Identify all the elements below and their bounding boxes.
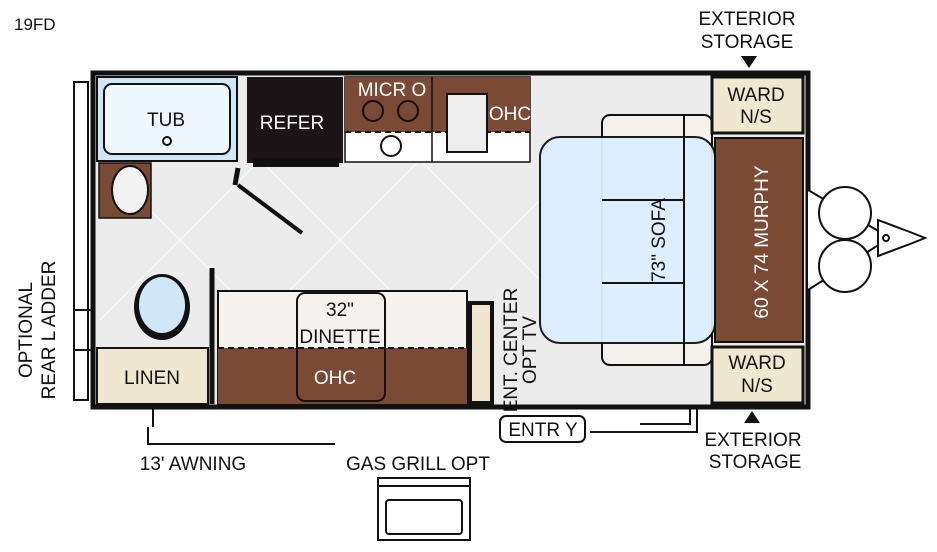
ext-storage-bottom-label-1: EXTERIOR	[704, 430, 801, 451]
ladder-label-1: OPTIONAL	[16, 282, 37, 378]
awning-label: 13' AWNING	[140, 454, 246, 475]
ward-bottom-label-2: N/S	[741, 376, 773, 397]
ward-top-label-1: WARD	[727, 85, 784, 106]
ward-top-label-2: N/S	[740, 107, 772, 128]
sofa-bed	[539, 136, 716, 344]
hitch	[807, 186, 928, 293]
ext-storage-top-label-2: STORAGE	[701, 32, 794, 53]
entry-label: ENTR Y	[508, 420, 578, 441]
micro-label: MICR O	[358, 80, 427, 101]
wardrobe-top	[710, 75, 805, 135]
rear-ladder	[73, 81, 93, 401]
dinette-size: 32"	[326, 300, 354, 321]
kitchen-sink	[446, 93, 488, 153]
refer-label: REFER	[260, 113, 324, 134]
bath-door	[236, 183, 304, 235]
entertainment-center	[468, 301, 494, 405]
ext-storage-bottom-label-2: STORAGE	[709, 452, 802, 473]
gas-grill-label: GAS GRILL OPT	[346, 454, 490, 475]
awning	[147, 407, 698, 445]
ext-storage-top-label-1: EXTERIOR	[698, 9, 795, 30]
sofa-label: 73" SOFA	[649, 198, 670, 282]
wardrobe-bottom	[710, 345, 805, 405]
model-name: 19FD	[14, 15, 56, 34]
stove-burners	[362, 100, 419, 157]
kitchen-ohc-label: OHC	[489, 104, 531, 125]
gas-grill	[377, 477, 471, 541]
arrow-up-icon	[744, 411, 760, 423]
floor-pattern	[99, 159, 581, 321]
dinette-table	[296, 292, 386, 402]
ladder-label-2: REAR L ADDER	[39, 261, 60, 400]
dinette-label: DINETTE	[299, 327, 380, 348]
ent-center-label: ENT. CENTER	[501, 288, 522, 413]
linen-closet	[96, 347, 209, 405]
tub-label: TUB	[147, 110, 185, 131]
dinette-ohc-label: OHC	[314, 368, 356, 389]
tub	[103, 83, 231, 155]
opt-tv-label: OPT TV	[520, 316, 541, 384]
murphy-label: 60 X 74 MURPHY	[752, 165, 773, 318]
entry-door	[499, 415, 586, 443]
linen-label: LINEN	[124, 368, 180, 389]
refrigerator	[247, 77, 343, 163]
arrow-down-icon	[741, 56, 757, 68]
ward-bottom-label-1: WARD	[728, 353, 785, 374]
